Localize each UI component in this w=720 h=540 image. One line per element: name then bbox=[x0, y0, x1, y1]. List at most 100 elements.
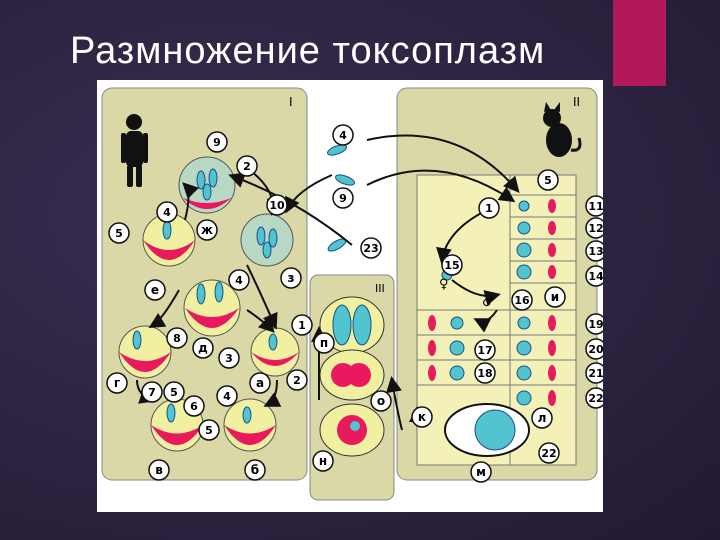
svg-text:22: 22 bbox=[541, 447, 556, 460]
svg-text:4: 4 bbox=[223, 390, 231, 403]
free-parasites bbox=[327, 144, 453, 281]
label-11: 11 bbox=[585, 195, 607, 217]
svg-text:м: м bbox=[476, 465, 486, 479]
label-e: е bbox=[144, 279, 166, 301]
label-o: о bbox=[370, 390, 392, 412]
svg-text:5: 5 bbox=[115, 227, 123, 240]
label-4a: 4 bbox=[156, 201, 178, 223]
svg-text:3: 3 bbox=[225, 352, 233, 365]
life-cycle-arrows bbox=[136, 134, 520, 431]
svg-text:8: 8 bbox=[173, 332, 181, 345]
label-p: п bbox=[313, 332, 335, 354]
svg-text:и: и bbox=[551, 290, 559, 304]
svg-text:4: 4 bbox=[163, 206, 171, 219]
svg-text:10: 10 bbox=[269, 199, 285, 212]
label-a: а bbox=[249, 372, 271, 394]
svg-text:9: 9 bbox=[339, 192, 347, 205]
svg-text:5: 5 bbox=[544, 174, 552, 187]
letter-labels: ж е з д г а в б п о н и к л м bbox=[106, 219, 566, 483]
label-b: б bbox=[244, 459, 266, 481]
label-g: г bbox=[106, 372, 128, 394]
svg-text:д: д bbox=[198, 341, 208, 355]
svg-text:з: з bbox=[288, 271, 295, 285]
label-14: 14 bbox=[585, 265, 607, 287]
svg-text:а: а bbox=[256, 376, 264, 390]
label-zh: ж bbox=[196, 219, 218, 241]
label-5c: 5 bbox=[198, 419, 220, 441]
label-z: з bbox=[280, 267, 302, 289]
label-23: 23 bbox=[360, 237, 382, 259]
svg-text:г: г bbox=[114, 376, 120, 390]
label-1b: 1 bbox=[478, 197, 500, 219]
label-v: в bbox=[148, 459, 170, 481]
label-9b: 9 bbox=[332, 187, 354, 209]
svg-text:2: 2 bbox=[243, 160, 251, 173]
svg-text:7: 7 bbox=[148, 386, 156, 399]
label-12: 12 bbox=[585, 217, 607, 239]
slide-title: Размножение токсоплазм bbox=[70, 30, 546, 72]
label-22a: 22 bbox=[585, 387, 607, 409]
svg-text:5: 5 bbox=[170, 386, 178, 399]
svg-text:н: н bbox=[319, 454, 327, 468]
toxoplasma-diagram: I II III bbox=[101, 87, 607, 501]
label-4b: 4 bbox=[228, 269, 250, 291]
svg-text:20: 20 bbox=[588, 343, 603, 356]
label-20: 20 bbox=[585, 338, 607, 360]
label-6: 6 bbox=[183, 395, 205, 417]
label-19: 19 bbox=[585, 313, 607, 335]
label-k: к bbox=[411, 406, 433, 428]
svg-text:к: к bbox=[418, 410, 426, 424]
human-icon bbox=[121, 114, 148, 187]
label-4c: 4 bbox=[216, 385, 238, 407]
label-10: 10 bbox=[266, 194, 288, 216]
male-symbol: ♂ bbox=[482, 295, 494, 310]
life-cycle-figure: I II III bbox=[97, 80, 607, 512]
label-7: 7 bbox=[141, 381, 163, 403]
svg-text:5: 5 bbox=[205, 424, 213, 437]
svg-text:23: 23 bbox=[363, 242, 378, 255]
label-8: 8 bbox=[166, 327, 188, 349]
panel-label-ii: II bbox=[573, 95, 580, 109]
svg-text:13: 13 bbox=[588, 245, 603, 258]
svg-text:1: 1 bbox=[298, 319, 306, 332]
label-l: л bbox=[531, 407, 553, 429]
svg-text:в: в bbox=[155, 463, 163, 477]
label-5d: 5 bbox=[537, 169, 559, 191]
svg-text:1: 1 bbox=[485, 202, 493, 215]
label-n: н bbox=[312, 450, 334, 472]
label-17: 17 bbox=[474, 339, 496, 361]
label-15: 15 bbox=[441, 254, 463, 276]
svg-text:2: 2 bbox=[293, 374, 301, 387]
label-d: д bbox=[192, 337, 214, 359]
oocyst-stages bbox=[319, 296, 385, 457]
svg-text:б: б bbox=[251, 463, 259, 477]
label-2a: 2 bbox=[236, 155, 258, 177]
svg-text:17: 17 bbox=[477, 344, 492, 357]
label-i: и bbox=[544, 286, 566, 308]
svg-text:18: 18 bbox=[477, 367, 492, 380]
svg-text:21: 21 bbox=[588, 367, 603, 380]
svg-text:о: о bbox=[377, 394, 385, 408]
label-4d: 4 bbox=[332, 124, 354, 146]
svg-text:ж: ж bbox=[201, 223, 213, 237]
label-22b: 22 bbox=[538, 442, 560, 464]
label-3: 3 bbox=[218, 347, 240, 369]
svg-text:14: 14 bbox=[588, 270, 603, 283]
svg-text:п: п bbox=[320, 336, 328, 350]
label-m: м bbox=[470, 461, 492, 483]
svg-text:9: 9 bbox=[213, 136, 221, 149]
svg-text:л: л bbox=[538, 411, 547, 425]
svg-text:19: 19 bbox=[588, 318, 603, 331]
cat-icon bbox=[543, 102, 582, 157]
svg-text:15: 15 bbox=[444, 259, 459, 272]
label-21: 21 bbox=[585, 362, 607, 384]
accent-bar bbox=[613, 0, 666, 86]
label-2b: 2 bbox=[286, 369, 308, 391]
svg-text:16: 16 bbox=[514, 294, 530, 307]
svg-text:4: 4 bbox=[339, 129, 347, 142]
number-labels: 9 2 10 4 5 4 8 3 7 5 6 4 5 1 2 4 9 23 5 … bbox=[108, 124, 607, 464]
svg-text:4: 4 bbox=[235, 274, 243, 287]
svg-text:22: 22 bbox=[588, 392, 603, 405]
label-16: 16 bbox=[511, 289, 533, 311]
label-5a: 5 bbox=[108, 222, 130, 244]
